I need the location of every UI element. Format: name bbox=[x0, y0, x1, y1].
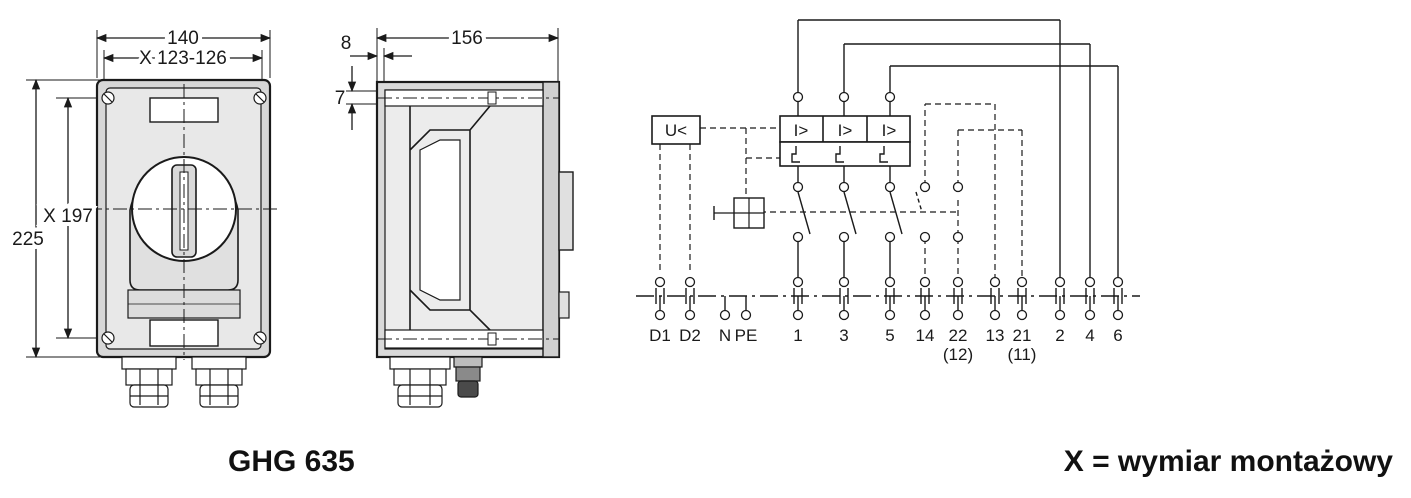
front-view bbox=[26, 30, 280, 408]
terminal-sub-label: (12) bbox=[943, 345, 973, 364]
terminal-14: 14 bbox=[916, 276, 935, 345]
trip-label-3: I> bbox=[882, 121, 897, 140]
front-cable-glands bbox=[121, 356, 247, 408]
undervoltage-release-box bbox=[651, 115, 701, 145]
mount-height-label: X 197 bbox=[43, 206, 93, 227]
terminal-PE: PE bbox=[735, 296, 758, 345]
terminal-1: 1 bbox=[792, 276, 804, 345]
side-handle-profile bbox=[409, 105, 491, 331]
terminal-label: 1 bbox=[793, 326, 802, 345]
terminal-3: 3 bbox=[838, 276, 850, 345]
mount-width-label: X 123-126 bbox=[139, 48, 227, 69]
terminal-5: 5 bbox=[884, 276, 896, 345]
terminal-label: D1 bbox=[649, 326, 671, 345]
circuit-schematic bbox=[636, 19, 1140, 297]
terminal-13: 13 bbox=[986, 276, 1005, 345]
terminal-label: 6 bbox=[1113, 326, 1122, 345]
trip-label-2: I> bbox=[838, 121, 853, 140]
terminal-D2: D2 bbox=[679, 276, 701, 345]
depth-label: 156 bbox=[451, 28, 483, 49]
terminal-4: 4 bbox=[1084, 276, 1096, 345]
terminal-6: 6 bbox=[1112, 276, 1124, 345]
offset-7-label: 7 bbox=[335, 88, 346, 109]
terminal-label: 4 bbox=[1085, 326, 1094, 345]
side-view bbox=[346, 28, 574, 408]
height-label: 225 bbox=[12, 229, 44, 250]
terminal-label: N bbox=[719, 326, 731, 345]
terminal-label: 3 bbox=[839, 326, 848, 345]
undervoltage-label: U< bbox=[665, 121, 687, 140]
terminal-N: N bbox=[719, 296, 731, 345]
terminal-label: PE bbox=[735, 326, 758, 345]
side-cable-glands bbox=[389, 356, 483, 408]
mounting-dimension-note: X = wymiar montażowy bbox=[1063, 445, 1393, 478]
terminal-label: 22 bbox=[949, 326, 968, 345]
trip-label-1: I> bbox=[794, 121, 809, 140]
terminal-label: 2 bbox=[1055, 326, 1064, 345]
main-poles bbox=[797, 19, 1119, 278]
terminal-D1: D1 bbox=[649, 276, 671, 345]
offset-8-label: 8 bbox=[341, 33, 352, 54]
terminal-label: 21 bbox=[1013, 326, 1032, 345]
width-label: 140 bbox=[167, 28, 199, 49]
terminal-sub-label: (11) bbox=[1008, 345, 1037, 364]
terminal-22: 22 bbox=[949, 276, 968, 345]
terminal-label: 14 bbox=[916, 326, 935, 345]
model-caption: GHG 635 bbox=[228, 445, 355, 478]
corner-screws bbox=[101, 91, 267, 345]
terminal-2: 2 bbox=[1054, 276, 1066, 345]
terminal-label: D2 bbox=[679, 326, 701, 345]
contact-circles bbox=[792, 91, 964, 243]
terminal-label: 13 bbox=[986, 326, 1005, 345]
terminal-label: 5 bbox=[885, 326, 894, 345]
terminal-21: 21 bbox=[1013, 276, 1032, 345]
